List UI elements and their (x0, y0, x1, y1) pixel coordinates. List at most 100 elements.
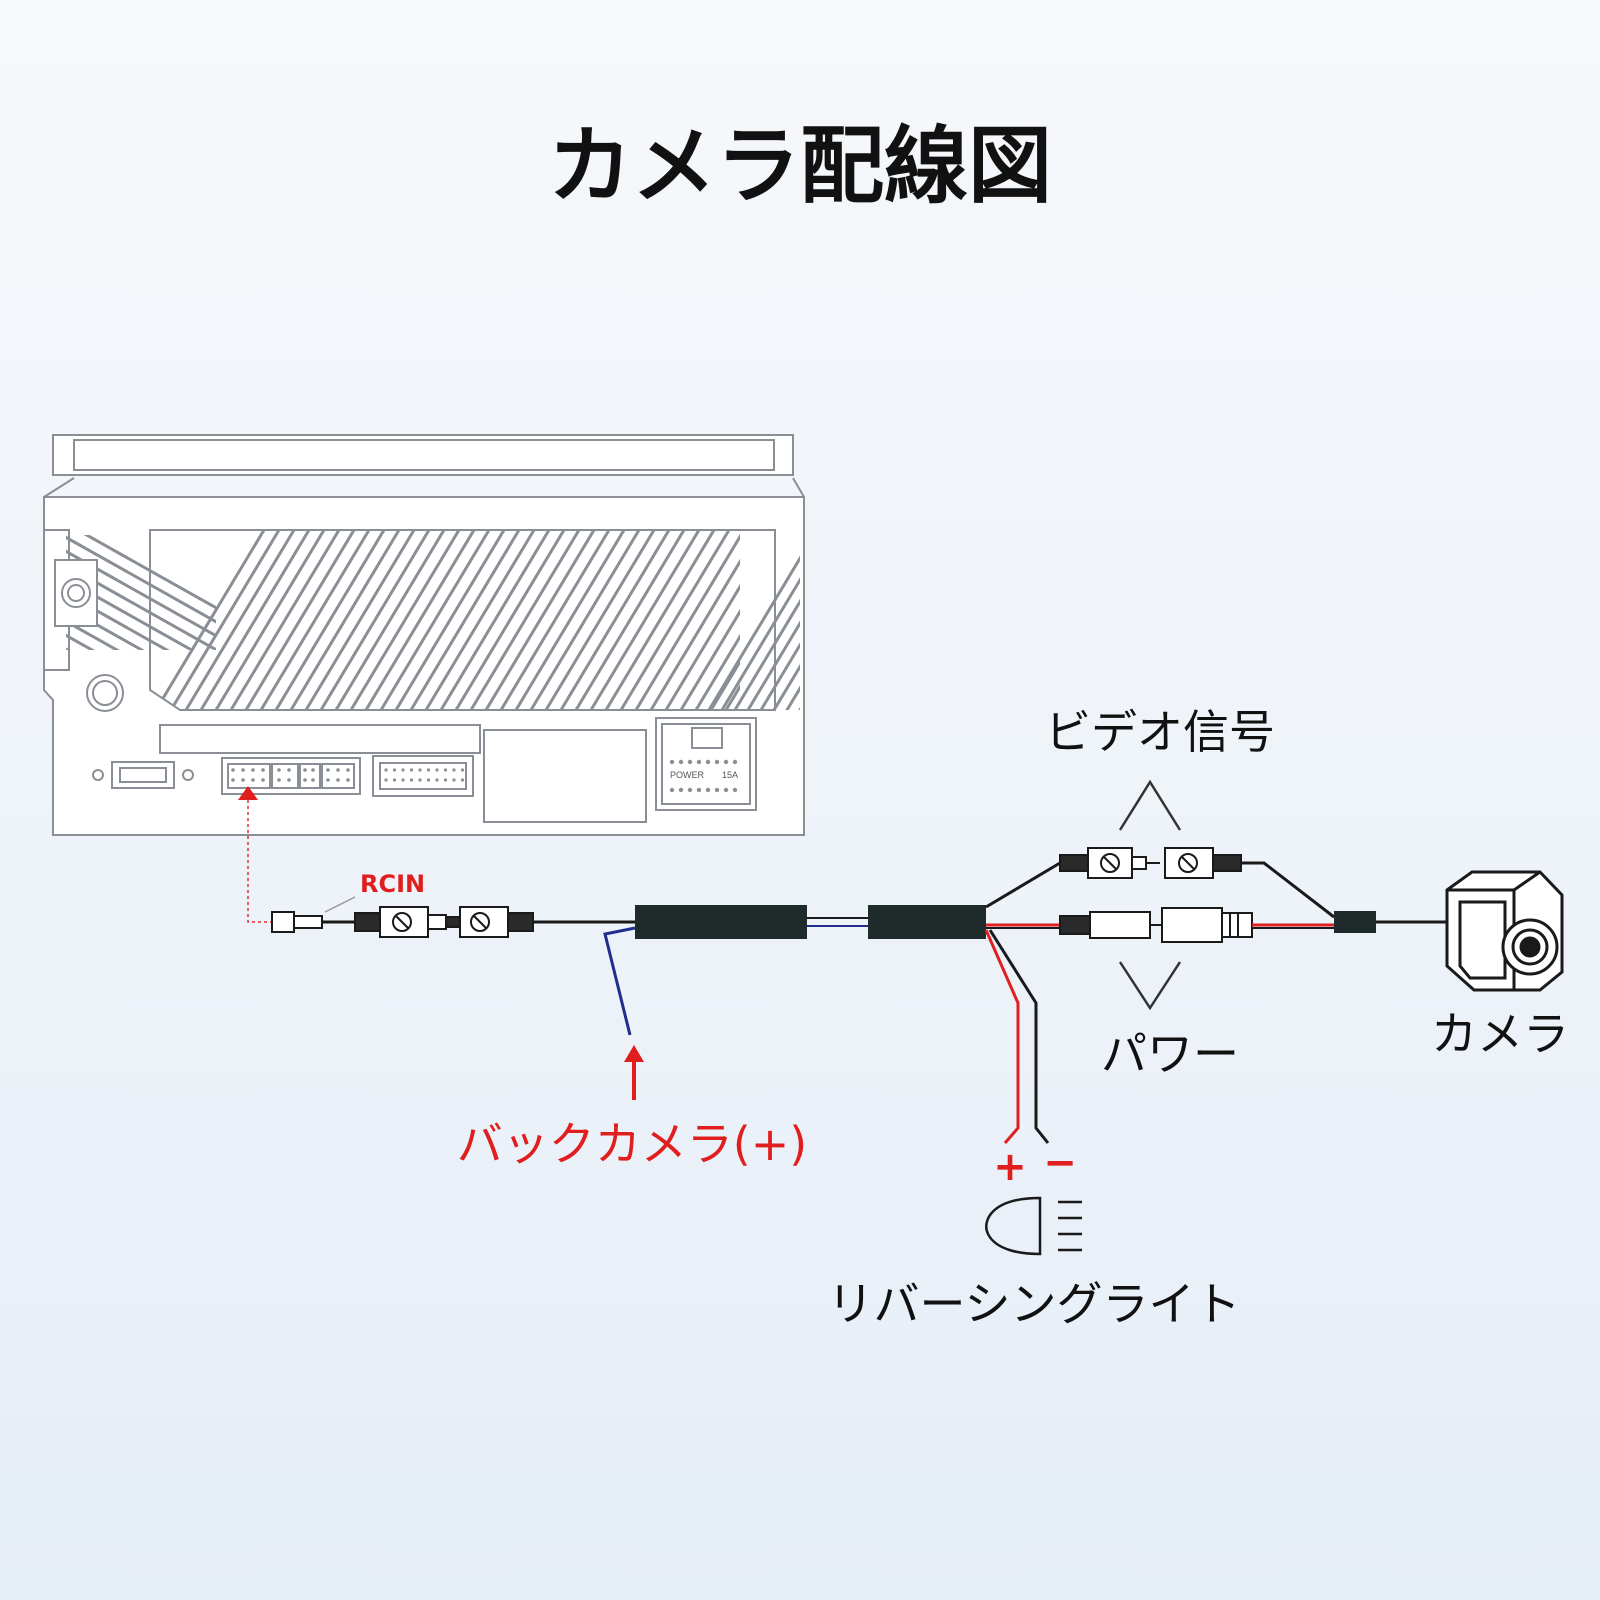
vent-slat (795, 520, 915, 720)
reversing-light-label: リバーシングライト (827, 1277, 1240, 1331)
connector-pin (714, 759, 720, 765)
connector-pin (336, 778, 340, 782)
connector-pin (678, 787, 684, 793)
connector-pin (346, 778, 350, 782)
connector-pin (336, 768, 340, 772)
connector-pin (460, 778, 465, 782)
connector-pin (384, 768, 388, 772)
connector-pin (409, 778, 414, 782)
vent-slat (598, 530, 722, 710)
connector-pin (714, 787, 720, 793)
vent-slat (208, 530, 332, 710)
vent-slat (66, 535, 216, 624)
connector-pin (277, 768, 281, 772)
vent-slat (193, 530, 317, 710)
vent-slat (643, 530, 740, 710)
connector-pin (435, 778, 439, 782)
vent-slat (673, 530, 740, 710)
connector-pin (346, 768, 350, 772)
reversing-light-positive-wire (984, 929, 1020, 1144)
connector-pin (443, 778, 448, 782)
vent-slat (373, 530, 497, 710)
connector-pin (669, 759, 675, 765)
vent-slat (478, 530, 602, 710)
vent-slat (298, 530, 422, 710)
connector-pin (696, 787, 702, 793)
reversing-light-icon (985, 1196, 1082, 1256)
connector-pin (732, 787, 738, 793)
vent-slat (343, 530, 467, 710)
connector-pin (723, 787, 729, 793)
vent-slat (766, 540, 800, 710)
page-title: カメラ配線図 (548, 117, 1052, 215)
connector-pin (251, 768, 255, 772)
vent-slat (714, 540, 800, 710)
vent-slat (753, 540, 800, 710)
harness-block-2 (868, 905, 986, 939)
connector-pin (303, 778, 307, 782)
vent-slat (628, 530, 740, 710)
vent-slat (701, 540, 800, 710)
connector-pin (392, 778, 397, 782)
back-camera-arrow-icon (624, 1045, 644, 1100)
vent-slat (740, 540, 800, 710)
connector-pin (303, 768, 307, 772)
vent-slat (810, 520, 930, 720)
vent-slat (178, 530, 302, 710)
heatsink-vents (150, 520, 930, 720)
connector-pin (443, 768, 448, 772)
connector-pin (460, 768, 465, 772)
connector-pin (287, 778, 291, 782)
fuse-label: 15A (722, 770, 738, 780)
vent-slat (433, 530, 557, 710)
camera-cable-block (1334, 911, 1376, 933)
vent-slat (568, 530, 692, 710)
connector-pin (678, 759, 684, 765)
connector-pin (311, 768, 315, 772)
rcin-dotted-line (247, 800, 278, 923)
connector-pin (261, 778, 265, 782)
connector-pin (452, 768, 456, 772)
vent-slat (792, 540, 800, 710)
vent-slat (403, 530, 527, 710)
vent-slat (253, 530, 377, 710)
back-camera-plus-label: バックカメラ(+) (457, 1117, 807, 1171)
vent-slat (313, 530, 437, 710)
vent-slat (703, 530, 740, 710)
vent-slat (493, 530, 617, 710)
vent-slat (553, 530, 677, 710)
connector-panel (159, 724, 481, 754)
vent-slat (418, 530, 542, 710)
rcin-label: RCIN (360, 870, 425, 898)
vent-slat (223, 530, 347, 710)
vent-slat (66, 633, 96, 650)
rcin-pointer-arrow (238, 786, 258, 800)
vent-slat (658, 530, 740, 710)
camera-label: カメラ (1431, 1007, 1569, 1061)
connector-pin (732, 759, 738, 765)
vent-slat (66, 619, 120, 650)
blue-trigger-wire (603, 926, 636, 1036)
vent-slat (807, 520, 927, 720)
video-chevron (1118, 779, 1182, 831)
vent-slat (163, 530, 287, 710)
connector-pin (418, 768, 422, 772)
rear-camera (1445, 870, 1564, 992)
cable-harness (271, 847, 1450, 1144)
power-chevron (1118, 961, 1182, 1011)
vent-slat (448, 530, 572, 710)
connector-pin (241, 768, 245, 772)
connector-pin (705, 787, 711, 793)
vent-slat (388, 530, 512, 710)
connector-pin (231, 768, 235, 772)
connector-pin (426, 778, 431, 782)
connector-pin (326, 768, 330, 772)
reversing-light-negative-wire (988, 929, 1050, 1144)
connector-pin (231, 778, 235, 782)
connector-pin (687, 759, 693, 765)
minus-sign: − (1043, 1140, 1077, 1186)
connector-pin (687, 787, 693, 793)
connector-pin (401, 768, 405, 772)
connector-pin (401, 778, 405, 782)
